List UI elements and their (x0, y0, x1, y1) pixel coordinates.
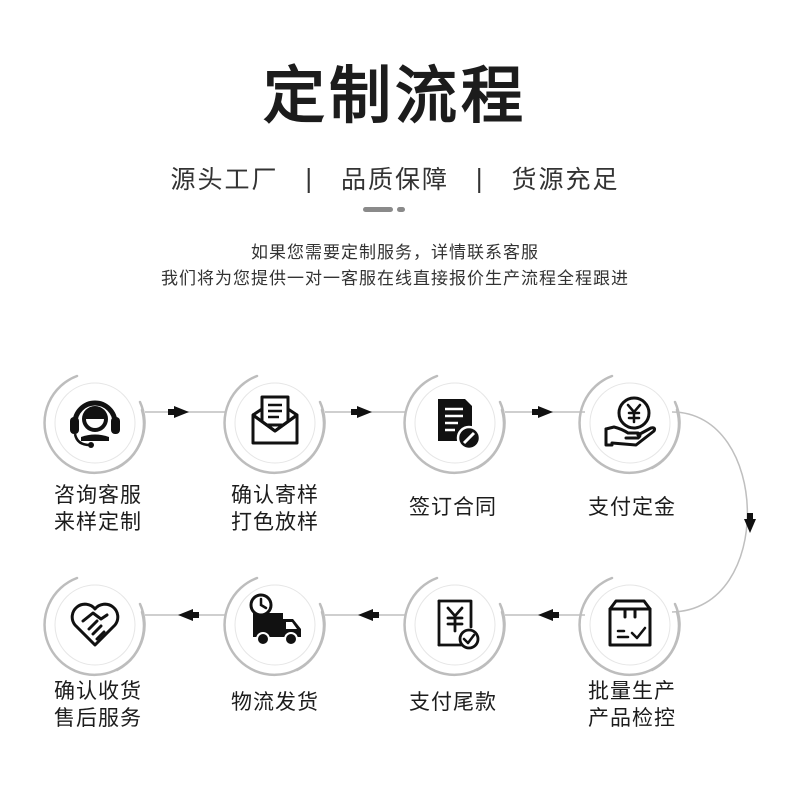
subtitle-part-3: 货源充足 (511, 165, 620, 194)
yen-receipt-icon (437, 599, 480, 650)
step-production-node (578, 576, 681, 677)
step-shipping-node (223, 576, 326, 677)
connector-right-curve (671, 411, 756, 613)
step-sample-label: 确认寄样 打色放样 (185, 482, 365, 536)
divider-dash-short (397, 207, 405, 212)
step-consult-label-line-2: 来样定制 (54, 510, 142, 534)
description-line-1: 如果您需要定制服务，详情联系客服 (251, 243, 539, 263)
subtitle: 源头工厂 | 品质保障 | 货源充足 (0, 160, 790, 196)
connectors-bottom-row (145, 609, 585, 621)
step-consult-node (43, 374, 146, 475)
divider-dash-long (363, 207, 393, 212)
step-production-label-line-1: 批量生产 (588, 679, 676, 703)
step-balance-label-line-1: 支付尾款 (409, 690, 497, 714)
step-shipping-label-line-1: 物流发货 (231, 690, 319, 714)
step-receipt-label-line-2: 售后服务 (54, 706, 142, 730)
step-contract-label: 签订合同 (363, 494, 543, 521)
headset-icon (70, 400, 120, 448)
step-consult-label: 咨询客服 来样定制 (8, 482, 188, 536)
step-consult-label-line-1: 咨询客服 (54, 483, 142, 507)
step-deposit-node (578, 374, 681, 475)
step-balance-node (403, 576, 506, 677)
step-deposit-label-line-1: 支付定金 (588, 495, 676, 519)
connectors-top-row (145, 406, 585, 418)
step-deposit-label: 支付定金 (542, 494, 722, 521)
truck-clock-icon (249, 593, 301, 646)
step-receipt-label-line-1: 确认收货 (54, 679, 142, 703)
step-sample-label-line-1: 确认寄样 (231, 483, 319, 507)
step-production-label: 批量生产 产品检控 (542, 678, 722, 732)
step-contract-label-line-1: 签订合同 (409, 495, 497, 519)
subtitle-part-2: 品质保障 (340, 165, 449, 194)
envelope-icon (251, 395, 299, 445)
yen-hand-icon (604, 396, 657, 447)
step-sample-label-line-2: 打色放样 (231, 510, 319, 534)
step-sample-node (223, 374, 326, 475)
subtitle-separator-1: | (304, 163, 315, 193)
handshake-icon (70, 602, 120, 647)
step-balance-label: 支付尾款 (363, 689, 543, 716)
step-production-label-line-2: 产品检控 (588, 706, 676, 730)
box-check-icon (608, 599, 652, 647)
step-receipt-node (43, 576, 146, 677)
page-title: 定制流程 (262, 59, 527, 132)
step-shipping-label: 物流发货 (185, 689, 365, 716)
subtitle-part-1: 源头工厂 (170, 165, 279, 194)
subtitle-separator-2: | (475, 163, 486, 193)
step-contract-node (403, 374, 506, 475)
document-icon (438, 399, 482, 451)
description-line-2: 我们将为您提供一对一客服在线直接报价生产流程全程跟进 (161, 269, 629, 289)
step-receipt-label: 确认收货 售后服务 (8, 678, 188, 732)
